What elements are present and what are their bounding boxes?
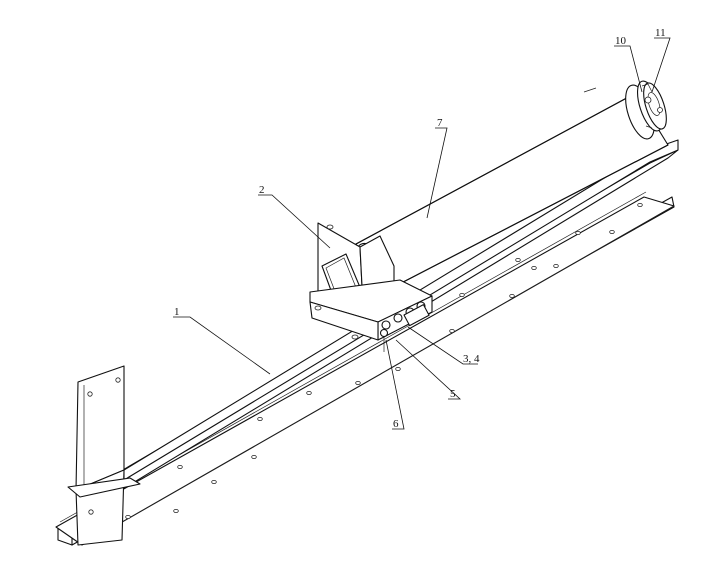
label-part-7: 7 — [437, 117, 443, 129]
label-part-2: 2 — [259, 184, 265, 196]
label-part-6: 6 — [393, 418, 399, 430]
flange-holes — [125, 202, 643, 520]
leader-lines — [173, 37, 671, 430]
label-part-11: 11 — [655, 27, 666, 39]
label-part-1: 1 — [174, 306, 180, 318]
label-part-5: 5 — [450, 388, 456, 400]
end-bracket-left — [67, 365, 141, 546]
end-cap-10-11 — [625, 80, 667, 140]
bolts — [379, 301, 430, 352]
label-part-10: 10 — [615, 35, 627, 47]
label-part-3-4: 3, 4 — [463, 353, 480, 365]
